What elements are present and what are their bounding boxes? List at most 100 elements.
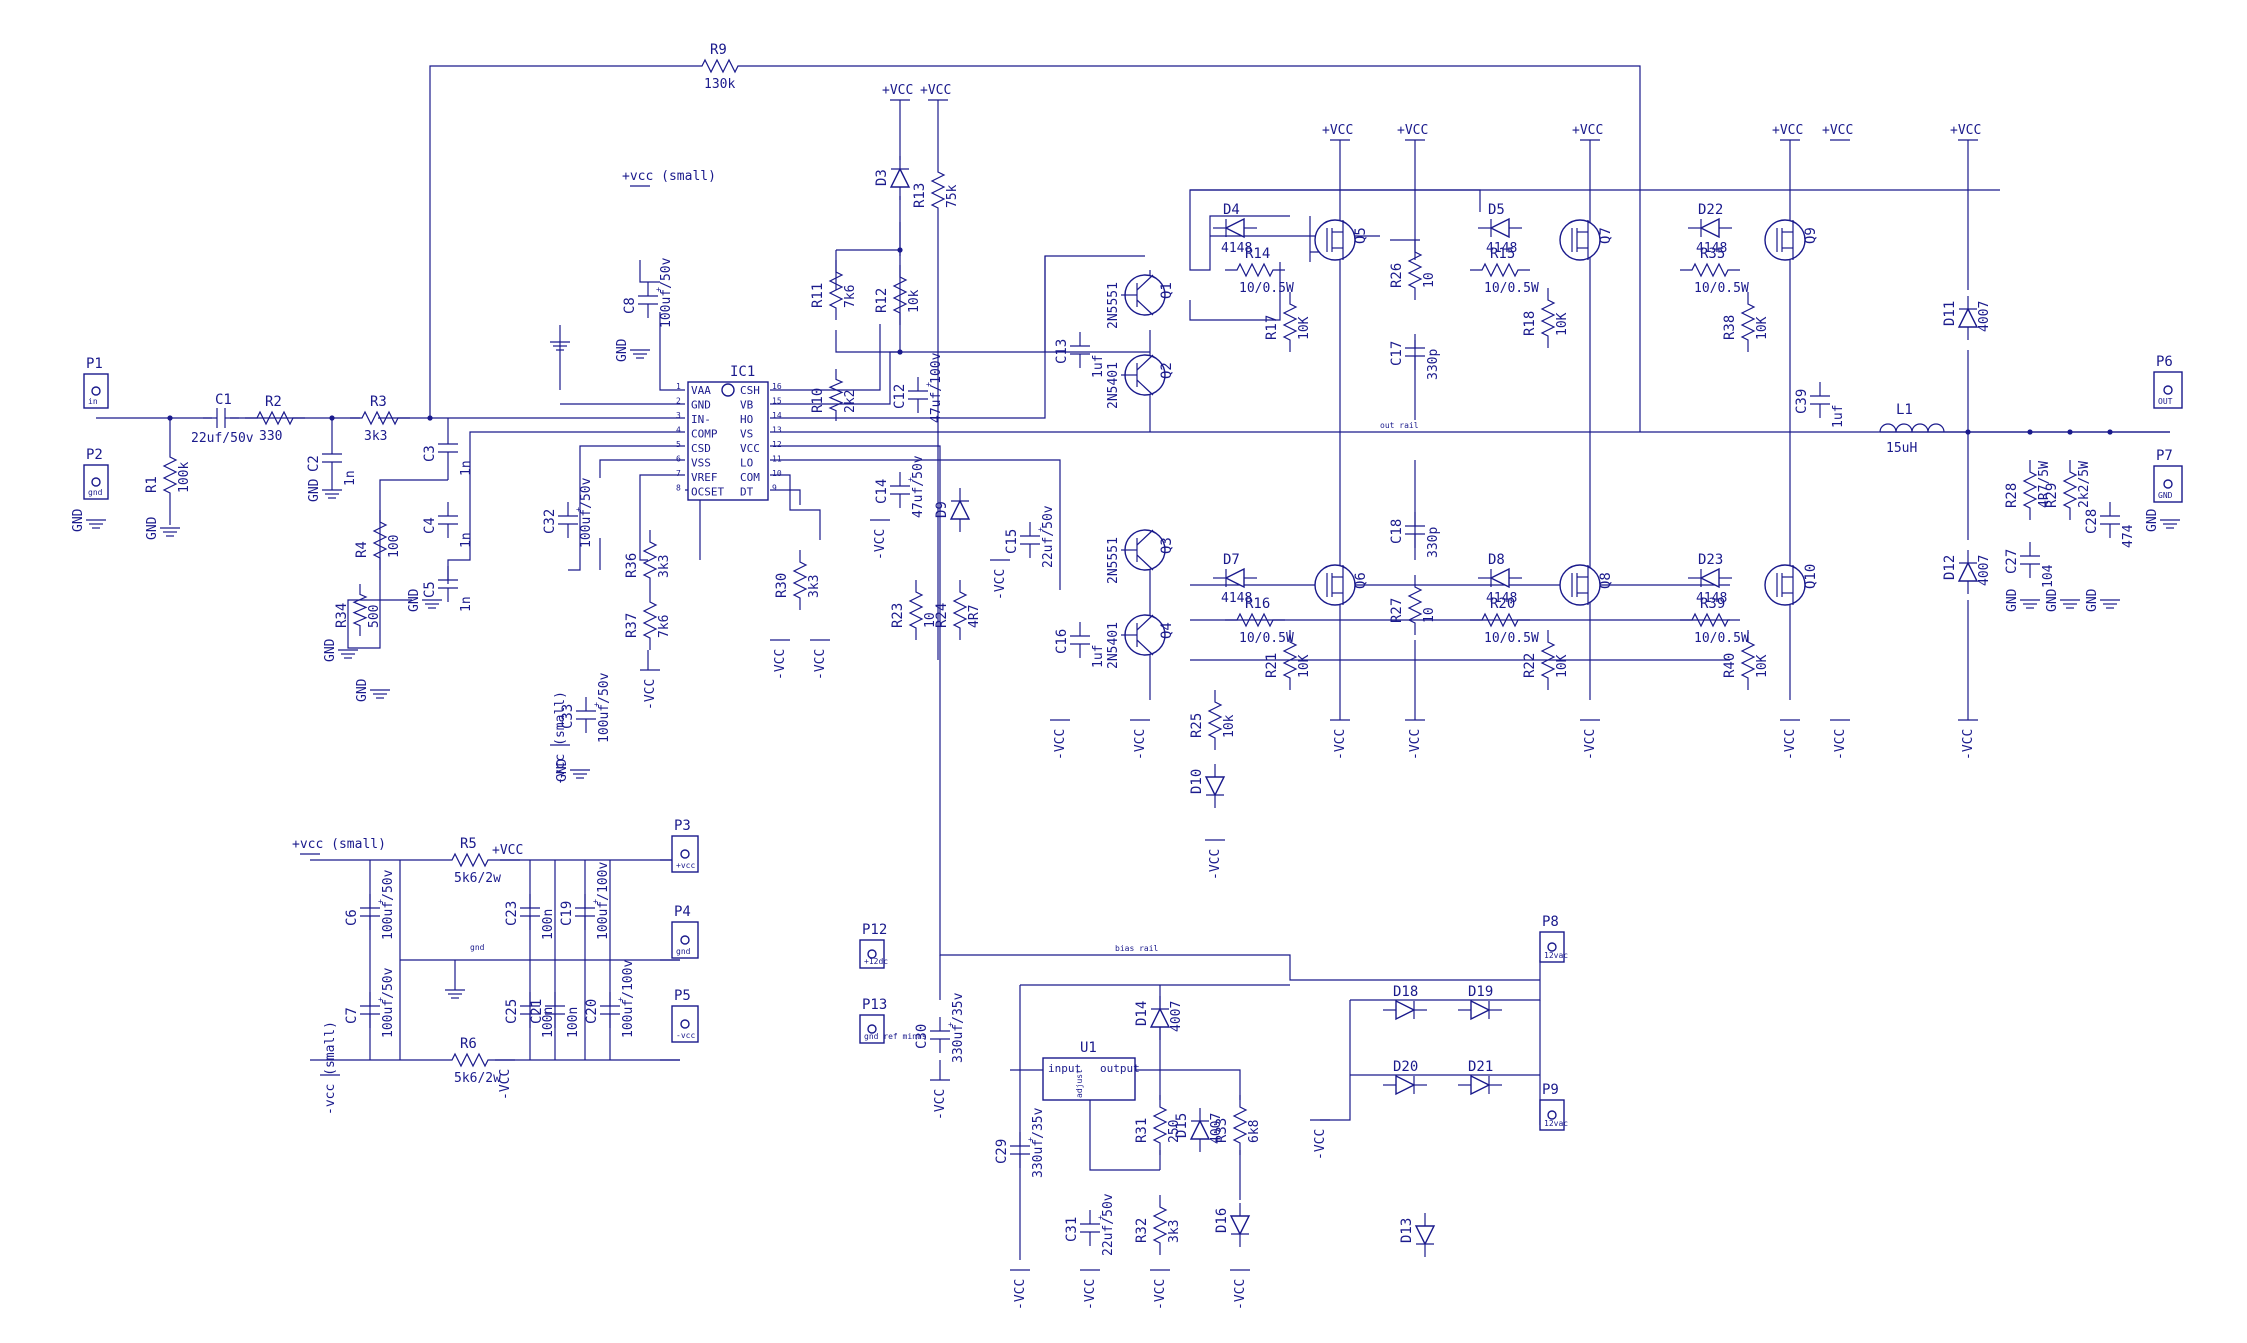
ref-label: C20: [584, 999, 600, 1024]
ref-label: R32: [1134, 1218, 1150, 1243]
ref-label: R36: [624, 553, 640, 578]
ref-label: D5: [1488, 202, 1505, 218]
value-label: 100uf/100v: [621, 960, 636, 1038]
supply-label: -VCC: [1233, 1279, 1248, 1310]
ref-label: C31: [1064, 1217, 1080, 1242]
value-label: 4R7/5W: [2037, 461, 2052, 508]
supply-vcc: -VCC: [1230, 1269, 1250, 1310]
mosfet-q8: Q8: [1559, 564, 1614, 606]
resistor-body: [892, 265, 908, 325]
ref-label: R20: [1490, 596, 1515, 612]
resistor-body: [690, 58, 750, 74]
supply-vcc: -VCC: [1830, 719, 1850, 760]
mosfet-q10: Q10: [1764, 564, 1819, 606]
resistor-body: [828, 260, 844, 320]
ic-body: [687, 381, 769, 501]
supply-vccsmall: +vcc (small): [622, 169, 716, 187]
resistor-body: [792, 550, 808, 610]
polarity-mark: +: [593, 897, 598, 906]
ic-pin-number: 6: [676, 455, 681, 464]
value-label: 6k8: [1247, 1120, 1262, 1143]
resistor-body: [440, 1052, 500, 1068]
ic-pin-number: 11: [772, 455, 782, 464]
inductor-coil: [1879, 423, 1945, 433]
supply-vcc: -VCC: [1205, 839, 1225, 880]
supply-label: -VCC: [1083, 1279, 1098, 1310]
value-label: 100uf/100v: [596, 862, 611, 940]
value-label: 15uH: [1886, 441, 1917, 456]
supply-label: -VCC: [1013, 1279, 1028, 1310]
ref-label: D4: [1223, 202, 1240, 218]
ref-label: R21: [1264, 653, 1280, 678]
resistor-body: [1740, 292, 1756, 352]
value-label: 4007: [1977, 555, 1992, 586]
value-label: 10/0.5W: [1484, 631, 1539, 646]
ref-label: P9: [1542, 1082, 1559, 1098]
resistor-body: [440, 852, 500, 868]
supply-label: +VCC: [492, 843, 523, 858]
supply-label: -VCC: [1133, 729, 1148, 760]
supply-label: -VCC: [1583, 729, 1598, 760]
ground-symbol: GND: [615, 338, 650, 362]
polarity-mark: +: [948, 1020, 953, 1029]
ic-pin-name: CSD: [691, 442, 711, 455]
ic-pin-name: VS: [740, 428, 753, 441]
ground-symbol: GND: [323, 638, 358, 662]
value-label: 75k: [945, 184, 960, 208]
ref-label: P4: [674, 904, 691, 920]
ground-symbol: GND: [2145, 508, 2180, 532]
junction-dot: [2107, 429, 2113, 435]
mosfet-q5: Q5: [1314, 219, 1369, 261]
ref-label: R29: [2044, 483, 2060, 508]
value-label: 22uf/50v: [1101, 1193, 1116, 1256]
supply-vccsmall: +vcc (small): [292, 837, 386, 855]
supply-vcc: +VCC: [1950, 123, 1981, 141]
value-label: 5k6/2w: [454, 1071, 501, 1086]
connector-pin-label: gnd ref minus: [864, 1032, 927, 1041]
value-label: 2N5551: [1106, 282, 1121, 329]
value-label: 330: [259, 429, 282, 444]
supply-vcc: +VCC: [882, 83, 913, 101]
capacitor-c31: + C31 22uf/50v: [1064, 1193, 1116, 1256]
ref-label: R23: [890, 603, 906, 628]
value-label: 7k6: [657, 615, 672, 638]
connector-pin-label: 12vac: [1544, 1119, 1568, 1128]
gnd-label: GND: [555, 758, 570, 782]
ref-label: C27: [2004, 549, 2020, 574]
supply-label: +VCC: [882, 83, 913, 98]
value-label: 4148: [1696, 241, 1727, 256]
polarity-mark: +: [1098, 1213, 1103, 1222]
ic-ref: IC1: [730, 364, 755, 380]
supply-label: +VCC: [1322, 123, 1353, 138]
ref-label: C8: [622, 297, 638, 314]
polarity-mark: +: [656, 285, 661, 294]
value-label: 100uf/50v: [381, 967, 396, 1038]
value-label: 1n: [343, 470, 358, 486]
value-label: 10K: [1755, 316, 1770, 340]
junction-dot: [897, 247, 903, 253]
ref-label: C29: [994, 1139, 1010, 1164]
junction-dot: [2067, 429, 2073, 435]
supply-label: -VCC: [993, 569, 1008, 600]
supply-label: -VCC: [498, 1069, 513, 1100]
gnd-label: GND: [407, 588, 422, 612]
gnd-label: GND: [615, 338, 630, 362]
ref-label: Q10: [1803, 564, 1819, 589]
supply-vcc: -VCC: [1780, 719, 1800, 760]
ref-label: D3: [874, 169, 890, 186]
